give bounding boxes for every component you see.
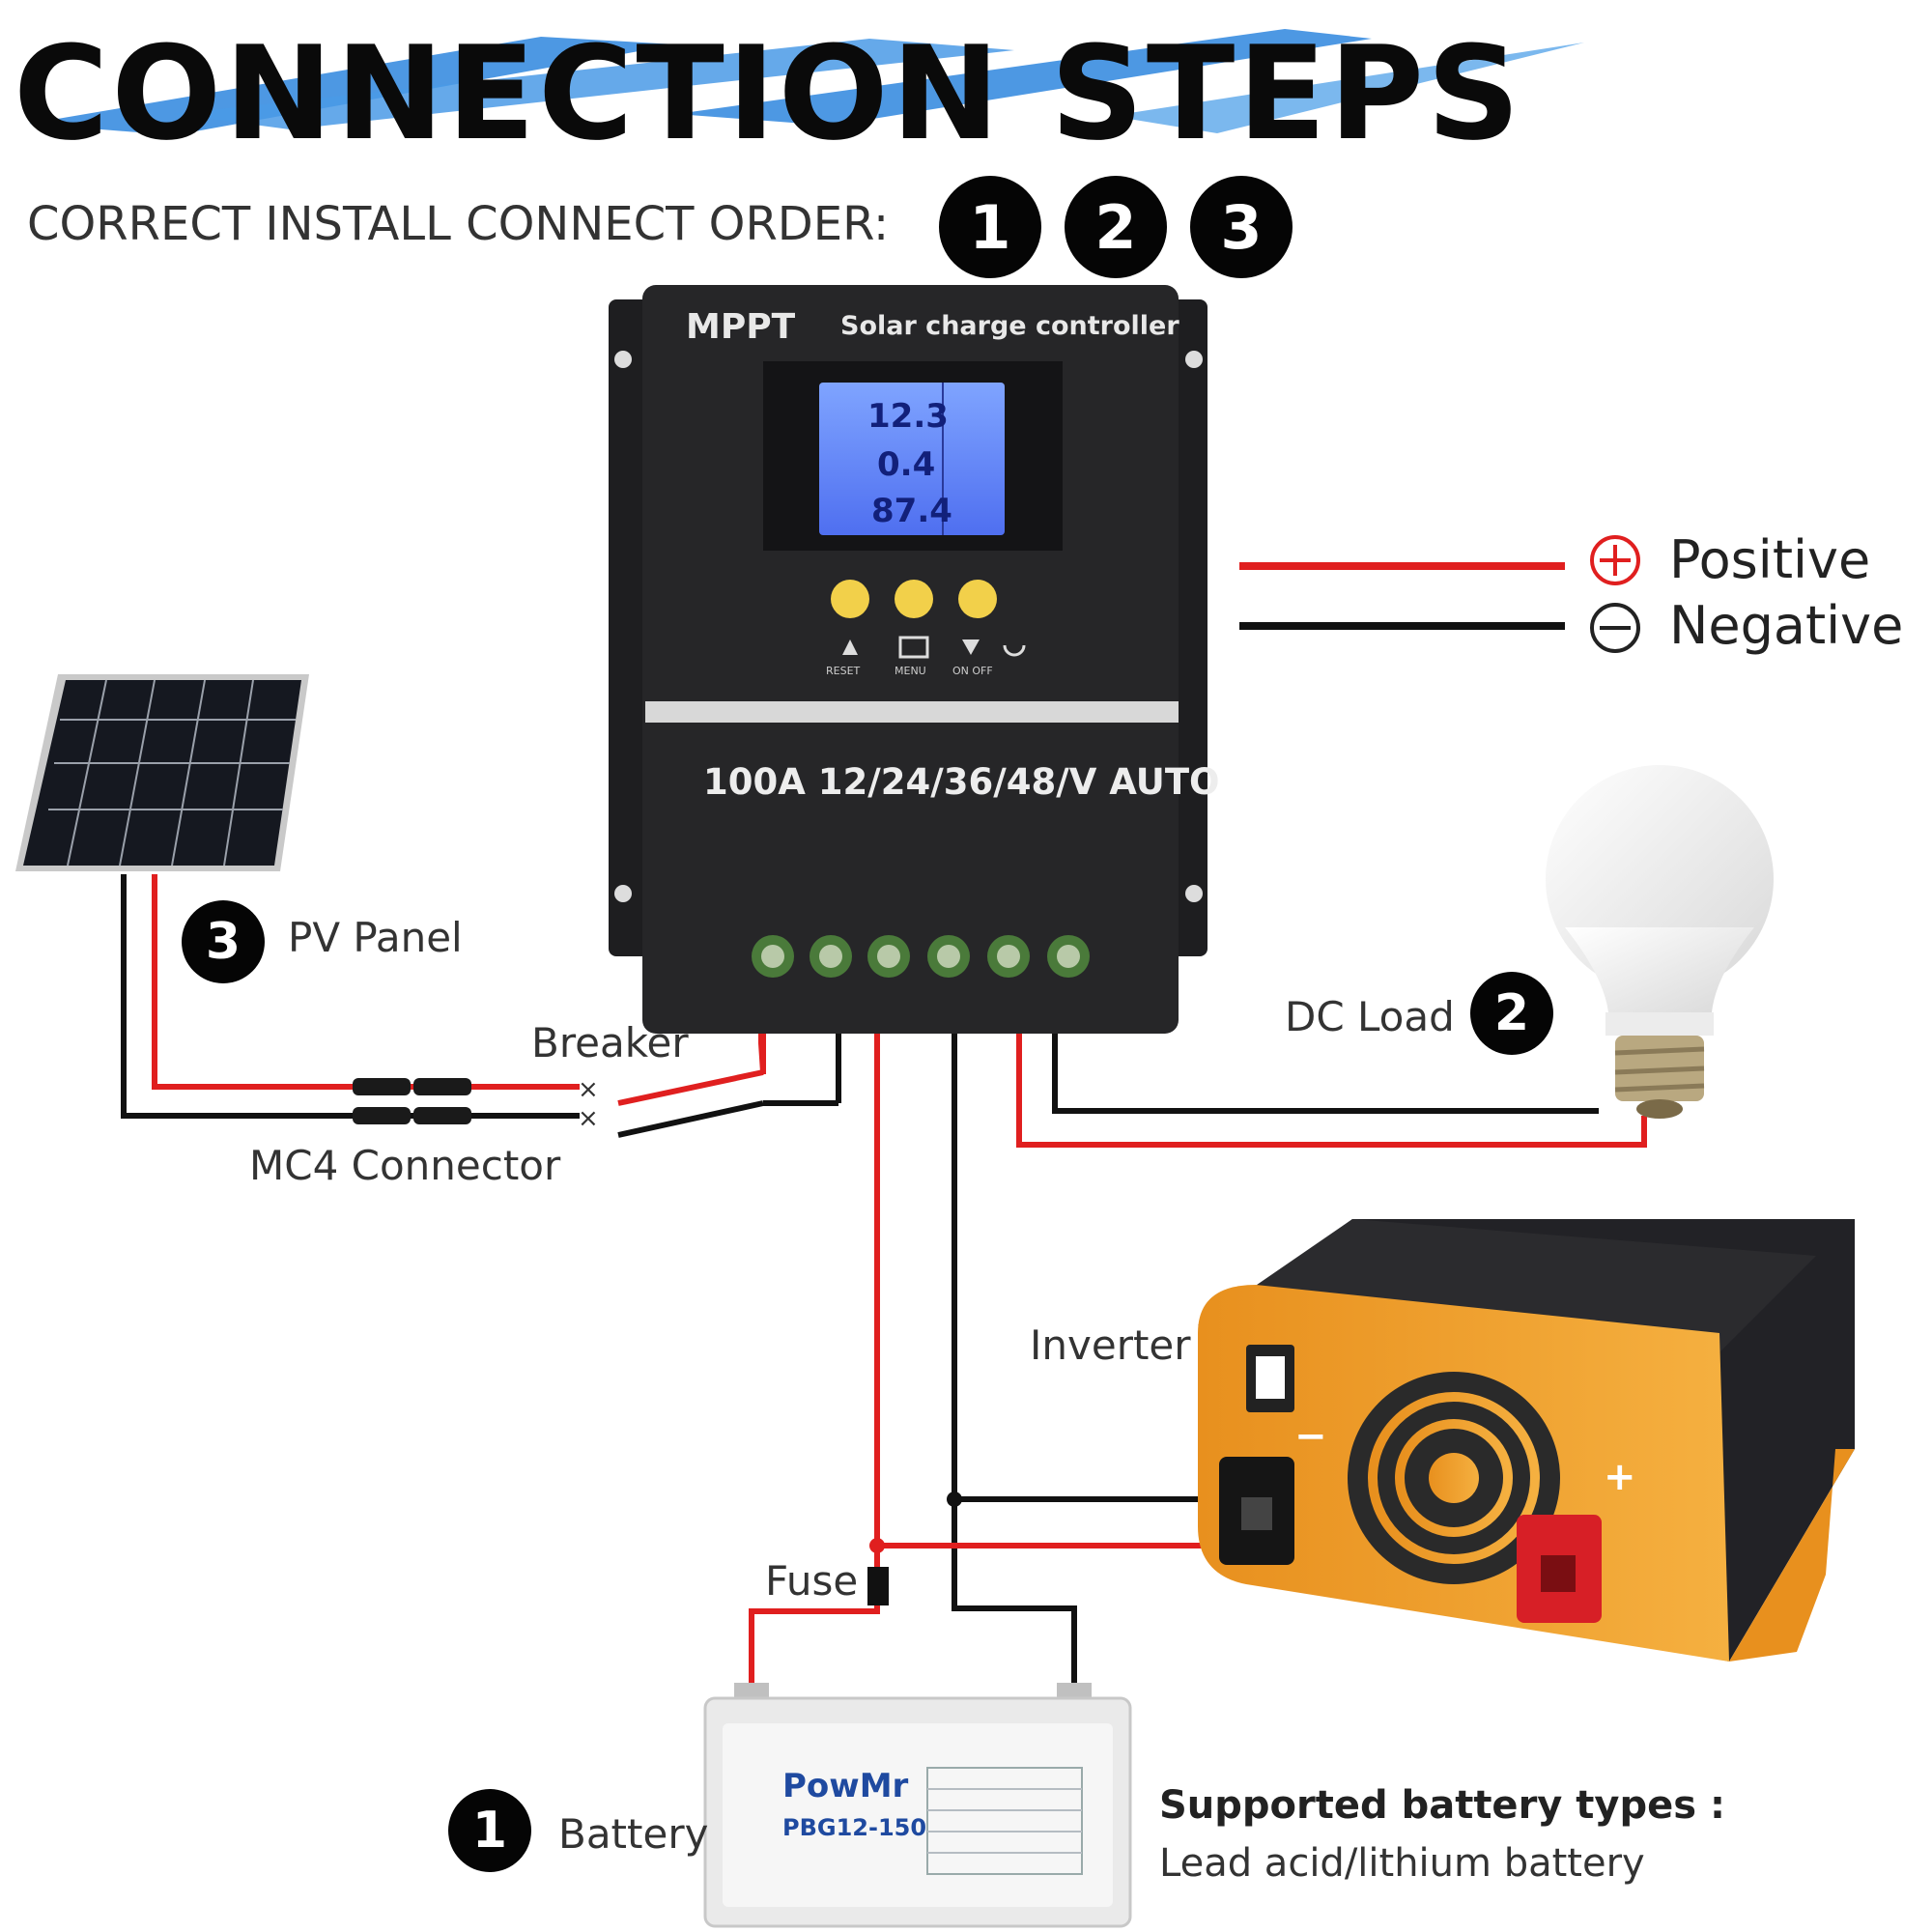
svg-text:−: −: [1294, 1414, 1327, 1459]
lcd-percent: 87.4: [871, 492, 952, 530]
pv-step-badge: 3: [182, 900, 265, 983]
fuse-label: Fuse: [765, 1557, 859, 1605]
legend-positive: Positive: [1669, 529, 1871, 590]
svg-text:+: +: [1604, 1455, 1636, 1499]
controller-name: Solar charge controller: [840, 311, 1179, 341]
mc4-label: MC4 Connector: [249, 1142, 561, 1189]
battery-types-list: Lead acid/lithium battery: [1159, 1841, 1645, 1886]
solar-panel: [15, 674, 309, 871]
controller-rating: 100A 12/24/36/48/V AUTO: [703, 761, 1220, 803]
onoff-label: ON OFF: [952, 665, 993, 677]
title-brush: [29, 29, 1584, 135]
onoff-button: [958, 580, 997, 618]
light-bulb: [1546, 765, 1774, 1119]
reset-label: RESET: [826, 665, 861, 677]
battery-types-heading: Supported battery types :: [1159, 1783, 1725, 1828]
dc-load-label: DC Load: [1285, 993, 1455, 1040]
order-step-1: 1: [939, 176, 1041, 278]
lcd-voltage: 12.3: [867, 397, 949, 436]
battery-brand: PowMr: [782, 1767, 909, 1805]
fan-icon: [1348, 1372, 1560, 1584]
reset-button: [831, 580, 869, 618]
up-arrow-icon: [842, 639, 858, 655]
down-arrow-icon: [962, 639, 980, 655]
inverter: + −: [1198, 1219, 1855, 1662]
dc-load-step-badge: 2: [1470, 972, 1553, 1055]
battery-model: PBG12-150: [782, 1814, 926, 1841]
breaker-label: Breaker: [531, 1019, 689, 1066]
power-icon: [1003, 644, 1026, 657]
lcd-current: 0.4: [877, 445, 935, 484]
charge-controller: 12.3 0.4 87.4 MPPT Solar charge controll…: [609, 285, 1220, 1034]
order-step-2: 2: [1065, 176, 1167, 278]
inverter-label: Inverter: [1030, 1321, 1191, 1369]
order-step-3: 3: [1190, 176, 1293, 278]
controller-brand: MPPT: [686, 307, 796, 347]
menu-label: MENU: [895, 665, 926, 677]
plus-icon: [1590, 535, 1640, 585]
load-wires: [1016, 1034, 1647, 1148]
install-order-text: CORRECT INSTALL CONNECT ORDER:: [27, 197, 890, 251]
battery-step-badge: 1: [448, 1789, 531, 1872]
menu-button: [895, 580, 933, 618]
svg-text:×: ×: [578, 1104, 599, 1133]
minus-icon: [1590, 603, 1640, 653]
page-title: CONNECTION STEPS: [14, 18, 1523, 169]
svg-text:×: ×: [578, 1075, 599, 1104]
pv-wires: × ×: [121, 874, 841, 1138]
battery: PowMr PBG12-150: [703, 1683, 1132, 1928]
pv-panel-label: PV Panel: [288, 914, 463, 961]
menu-icon: [898, 636, 929, 659]
battery-label: Battery: [558, 1810, 709, 1858]
lcd-screen: [819, 383, 1005, 535]
legend-negative: Negative: [1669, 595, 1904, 656]
